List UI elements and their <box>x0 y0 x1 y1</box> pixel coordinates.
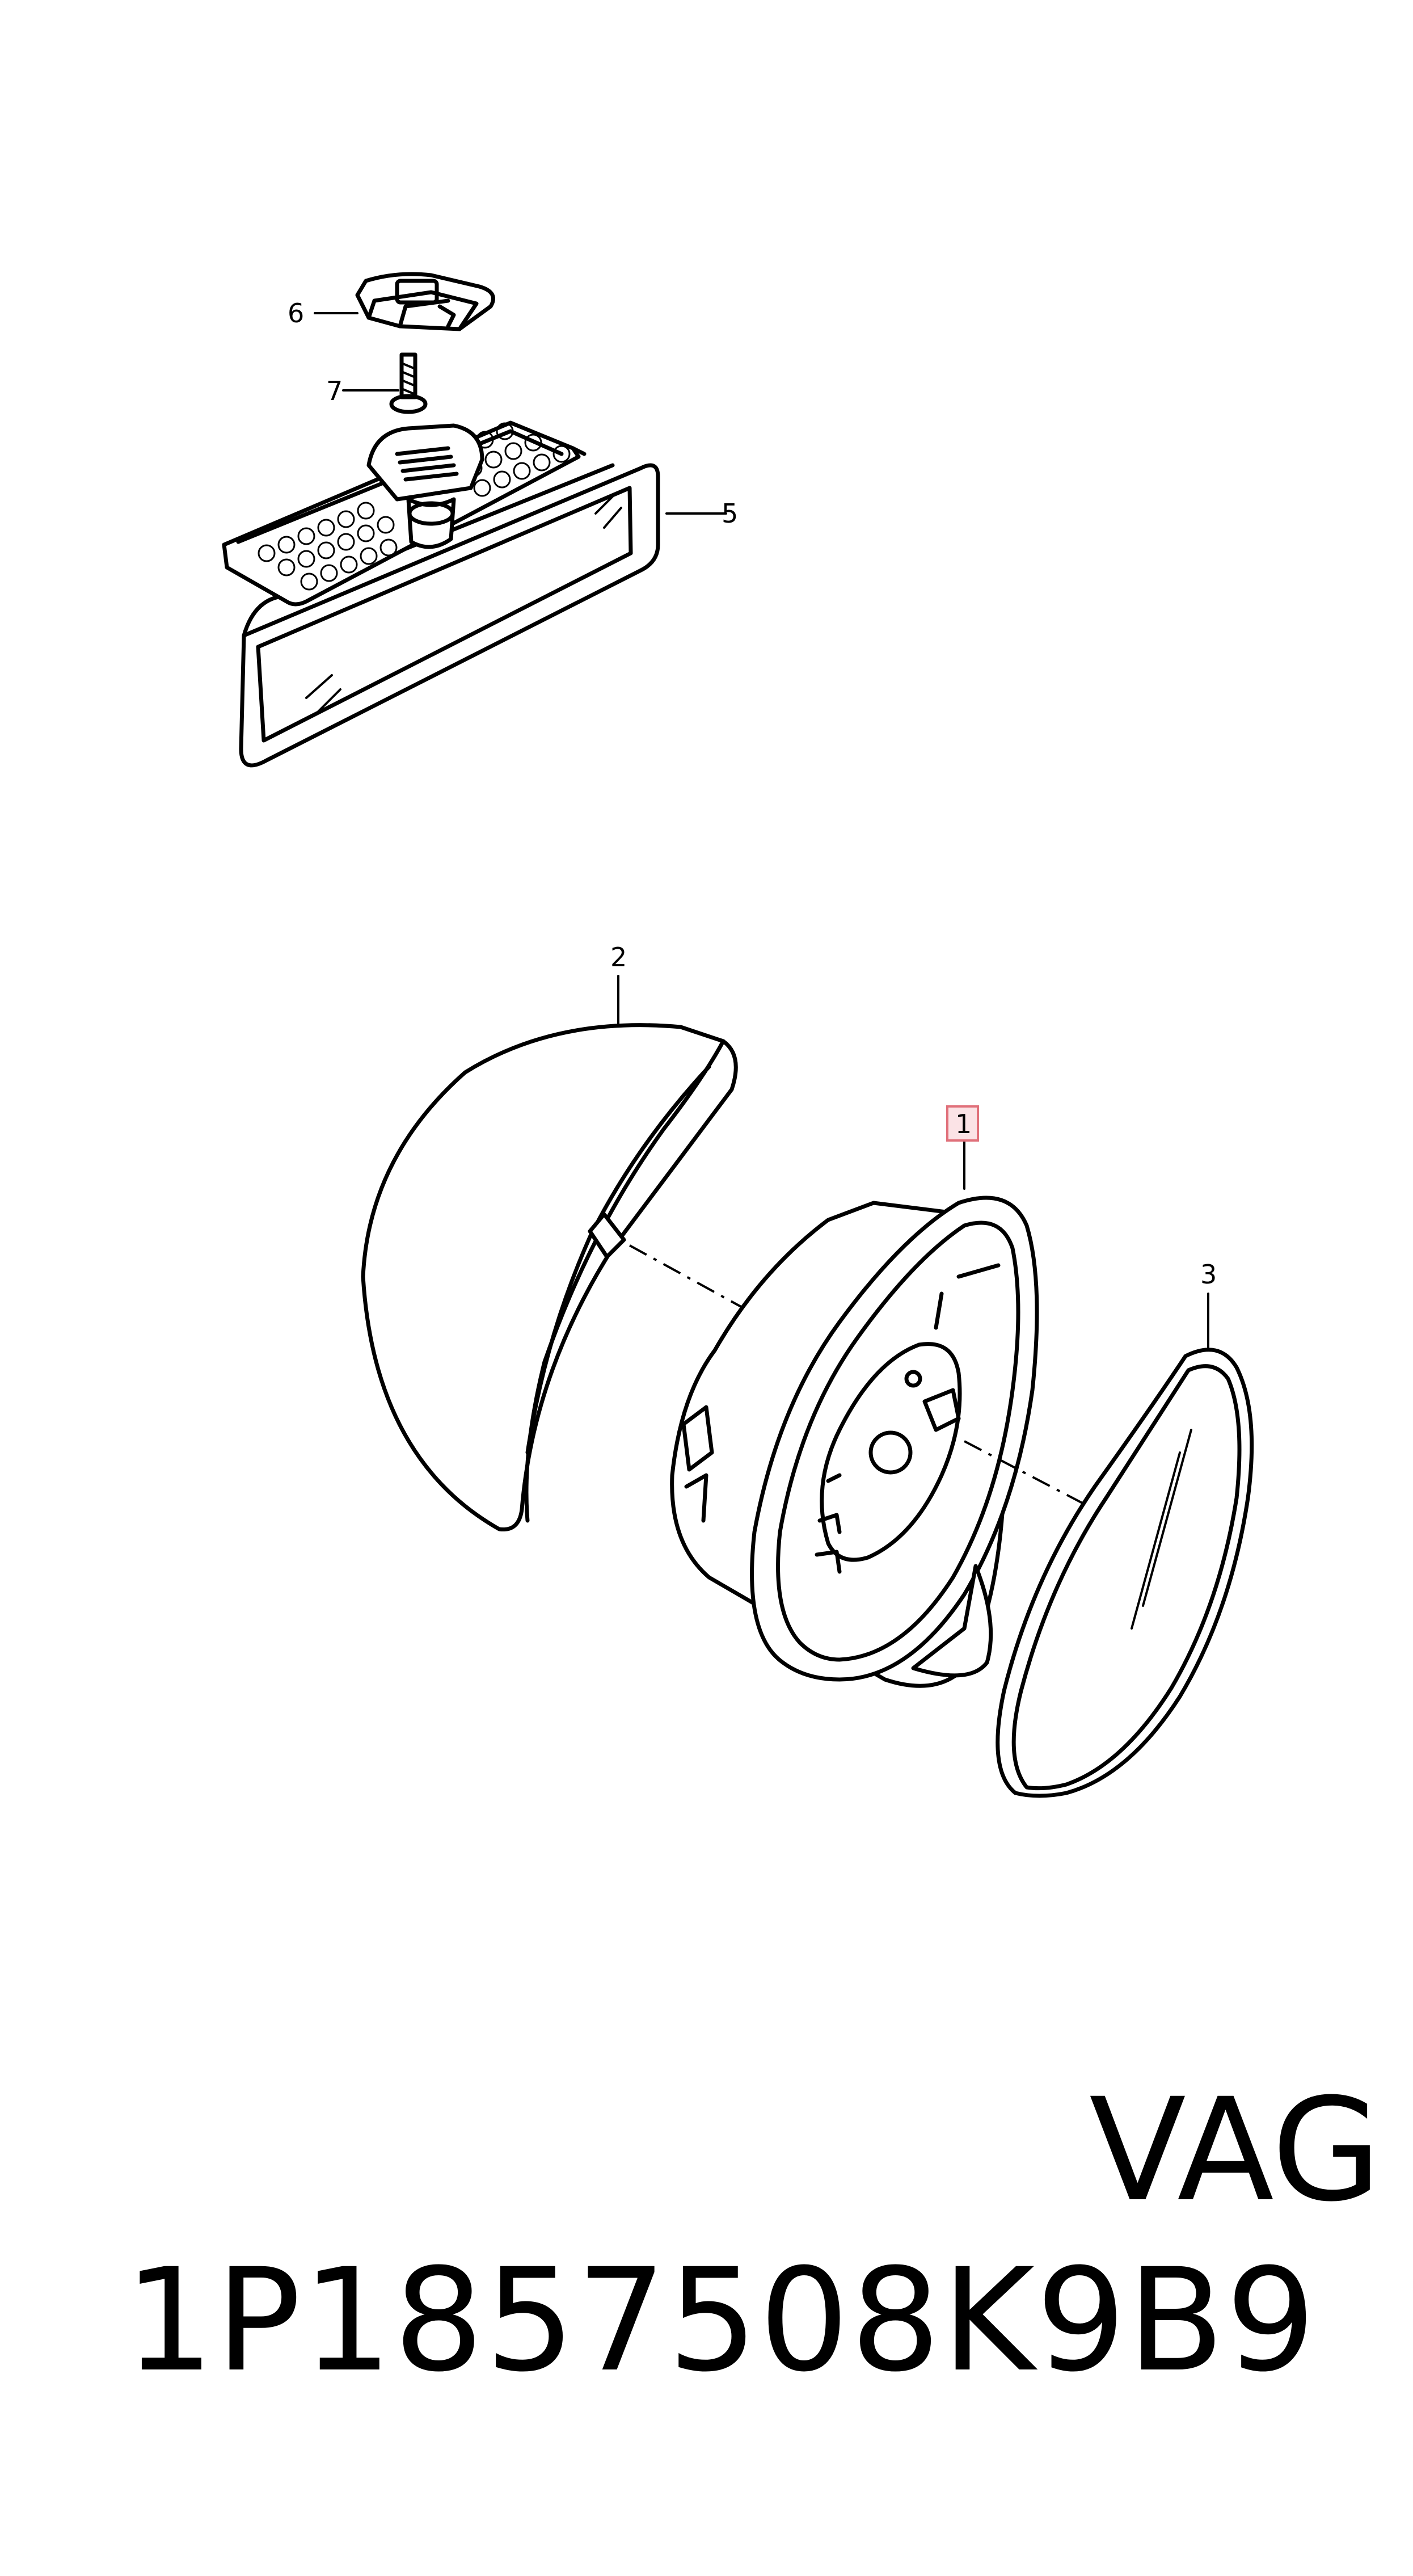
callout-highlight-1 <box>946 1105 979 1142</box>
mirror-cap-part-2 <box>361 975 738 1532</box>
parts-diagram: 5 6 7 2 3 1 <box>222 272 1254 1798</box>
callout-label-3: 3 <box>1200 1259 1217 1290</box>
mirror-housing-part-1 <box>670 1139 1039 1688</box>
callout-label-7: 7 <box>326 376 343 406</box>
clip-part-6 <box>314 272 495 331</box>
assembly-line-cap <box>629 1244 744 1309</box>
part-number: 1P1857508K9B9 <box>124 2238 1317 2403</box>
callout-label-1: 1 <box>955 1109 972 1139</box>
interior-mirror-part-5 <box>222 420 660 768</box>
screw-part-7 <box>342 352 428 414</box>
footer: 1P1857508K9B9 VAG <box>34 2065 1384 2403</box>
callout-label-6: 6 <box>288 298 304 329</box>
mirror-glass-part-3 <box>996 1293 1254 1798</box>
callout-label-2: 2 <box>610 942 627 973</box>
assembly-line-glass <box>964 1440 1084 1505</box>
callout-label-5: 5 <box>722 498 738 529</box>
brand-label: VAG <box>1089 2068 1382 2233</box>
